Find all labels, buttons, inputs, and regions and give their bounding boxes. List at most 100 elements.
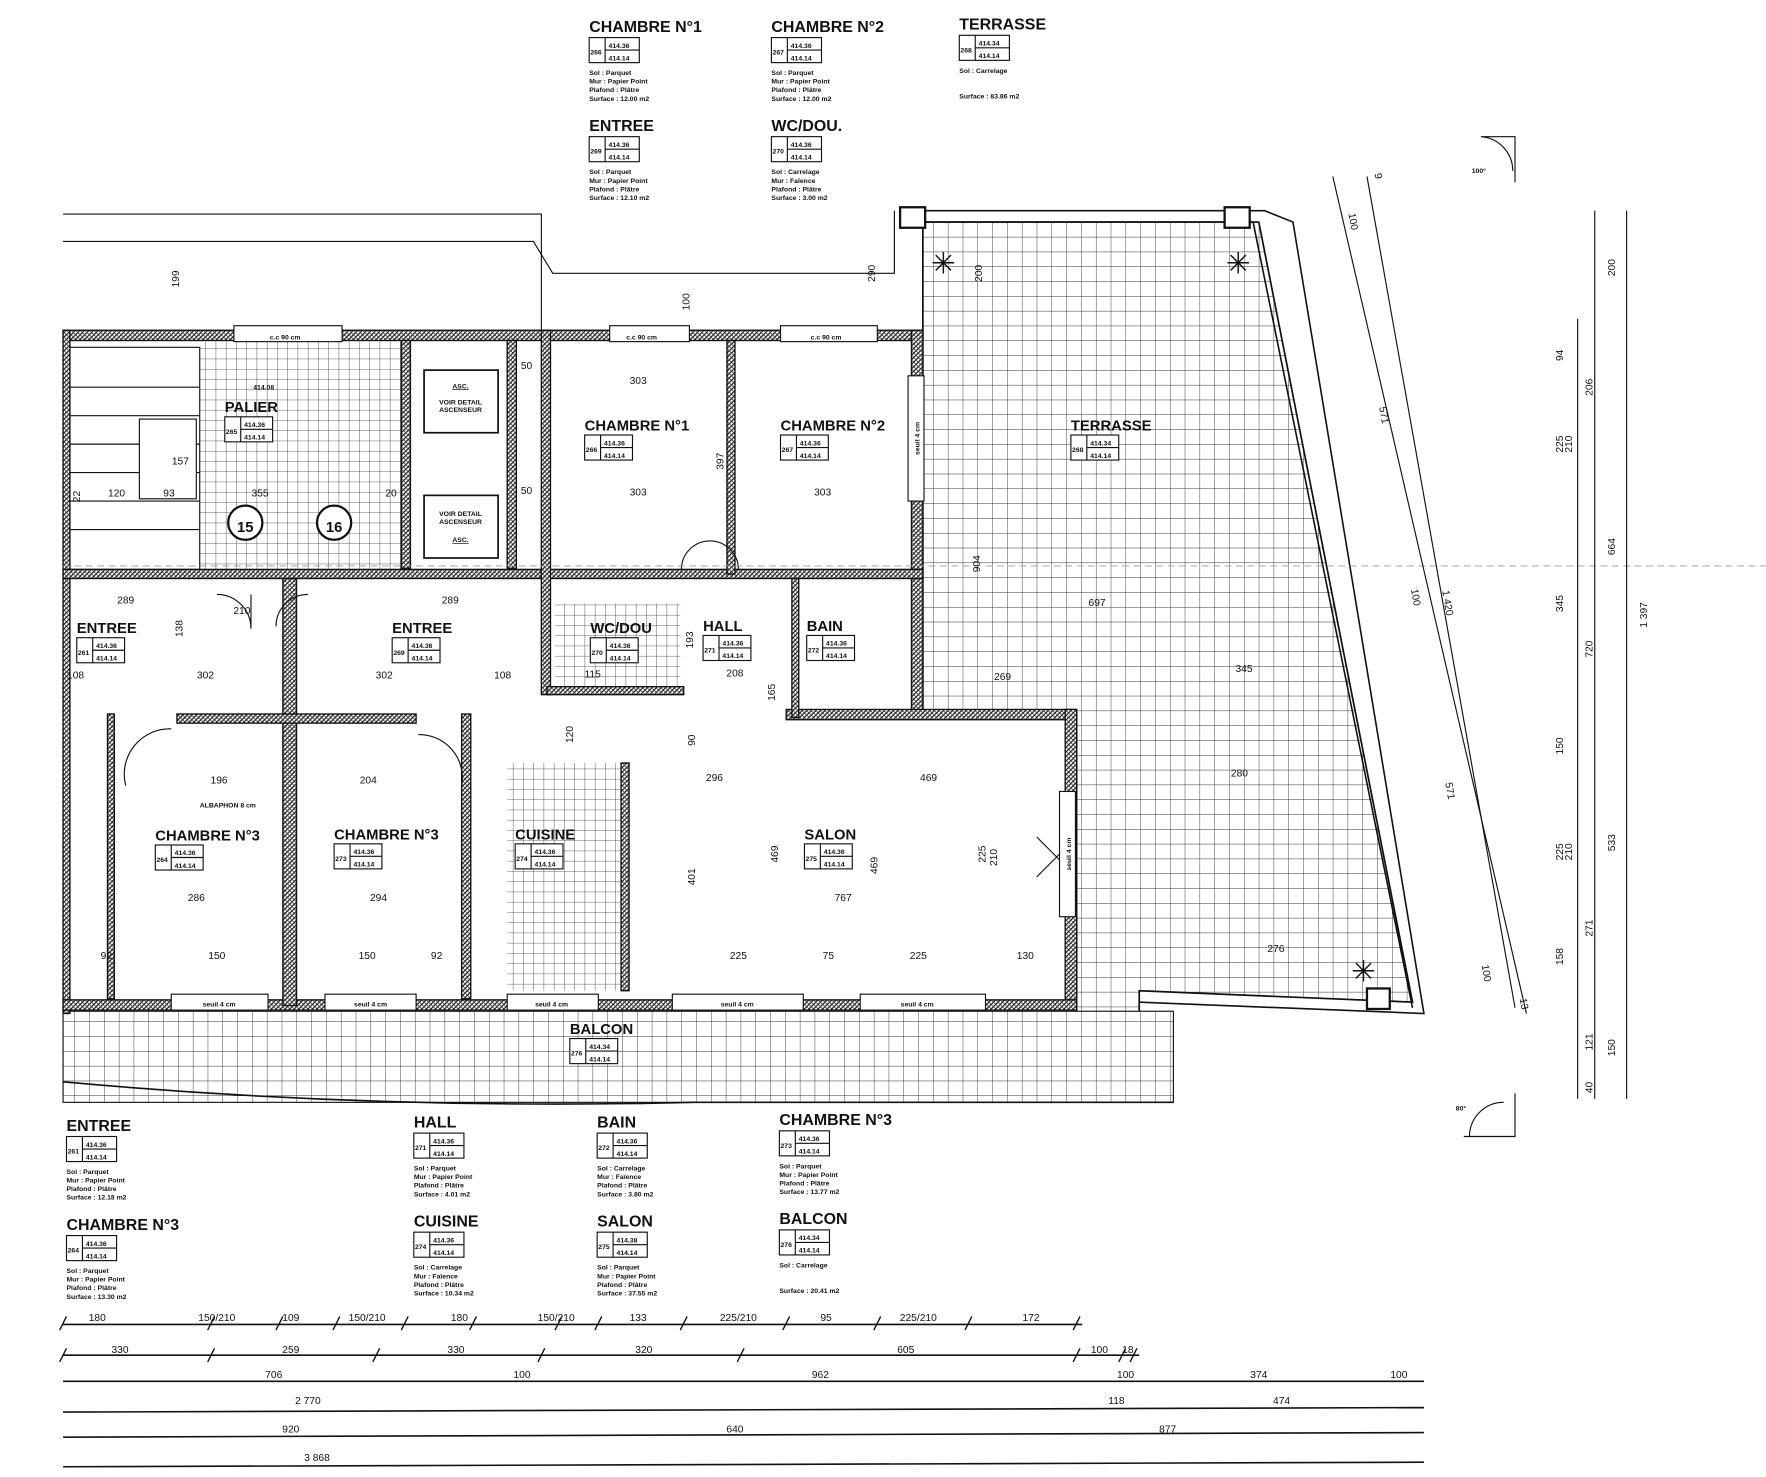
dimension-value: 355 [252,489,269,500]
level-top: 414.34 [589,1044,610,1051]
dimension-value: 115 [584,670,601,681]
legend-room-name: CHAMBRE N°3 [779,1112,892,1129]
room-number: 268 [960,47,972,54]
dimension-value: 95 [820,1313,832,1324]
door-width: c.c 90 cm [811,334,842,341]
dimension-value: 109 [282,1313,299,1324]
dimension-value: 571 [1442,782,1456,801]
room-number: 266 [590,50,602,57]
legend-line: Plafond : Plâtre [66,1285,116,1292]
level-top: 414.36 [826,641,847,648]
dimension-value: 303 [630,376,647,387]
level-top: 414.34 [1090,440,1111,447]
bottom-dimension-lines [63,1323,1424,1468]
legend-room-name: HALL [414,1114,457,1131]
dimension-value: 180 [89,1313,106,1324]
plan-structure: ✳ ✳ ✳ [62,136,1766,1468]
dimension-tick [594,1316,603,1331]
room-number: 274 [415,1244,427,1251]
dimension-value: 92 [431,951,443,962]
room-number: 273 [781,1143,793,1150]
dimension-value: 664 [1607,538,1618,555]
legend-line: Surface : 12.00 m2 [771,96,831,103]
legend-line: Sol : Parquet [589,169,632,176]
level-bottom: 414.14 [610,655,631,662]
legend-line: Surface : 12.10 m2 [589,195,649,202]
sill-label: seuil 4 cm [203,1002,236,1009]
dimension-value: 100 [1091,1345,1108,1356]
level-top: 414.36 [244,422,265,429]
dimension-value: 100 [513,1370,530,1381]
level-bottom: 414.14 [604,453,625,460]
legend-line: Sol : Parquet [414,1166,457,1173]
dimension-value: 100 [1117,1370,1134,1381]
legend-line: Surface : 3.80 m2 [597,1191,653,1198]
dimension-value: 294 [370,893,387,904]
level-bottom: 414.14 [86,1253,107,1260]
legend-line: Sol : Carrelage [959,68,1007,75]
dimension-value: 290 [867,264,878,281]
level-top: 414.36 [604,440,625,447]
level-top: 414.36 [800,440,821,447]
room-number: 276 [781,1242,793,1249]
level-bottom: 414.14 [722,653,743,660]
dimension-value: 200 [1607,259,1618,276]
elevator-note: VOIR DETAIL [439,399,482,406]
level-top: 414.36 [791,43,812,50]
dimension-value: 40 [1584,1082,1595,1094]
dimension-value: 93 [163,489,175,500]
room-number: 264 [68,1248,80,1255]
room-tag: 273 414.36 414.14 [778,1130,831,1157]
legend-line: Sol : Parquet [597,1265,640,1272]
dimension-value: 157 [172,457,189,468]
dimension-value: 199 [171,270,182,287]
room-number: 267 [782,447,794,454]
dimension-value: 210 [1564,435,1575,452]
plan-room-name: CHAMBRE N°3 [334,827,439,843]
sill-label: seuil 4 cm [721,1002,754,1009]
level-top: 414.36 [799,1136,820,1143]
elevator-2 [423,494,499,559]
level-top: 414.36 [617,1138,638,1145]
dimension-value: 120 [108,489,125,500]
room-number: 274 [516,856,528,863]
level-bottom: 414.14 [799,1149,820,1156]
legend-line: Plafond : Plâtre [597,1282,647,1289]
plan-room-name: HALL [703,619,742,635]
terrace-parapet [900,209,1425,1015]
room-number: 272 [808,648,820,655]
legend-line: Plafond : Plâtre [414,1282,464,1289]
dimension-value: 469 [869,857,880,874]
legend-line: Mur : Faïence [771,178,815,185]
stair-number: 16 [326,520,342,536]
room-number: 261 [78,650,90,657]
dimension-value: 200 [974,264,985,281]
dimension-value: 206 [1584,378,1595,395]
upper-outline-2 [63,210,895,274]
dimension-value: 877 [1159,1425,1176,1436]
legend-line: Surface : 12.00 m2 [589,96,649,103]
room-number: 270 [591,650,603,657]
dimension-tick [554,1316,563,1331]
dimension-value: 225 [1555,435,1566,452]
